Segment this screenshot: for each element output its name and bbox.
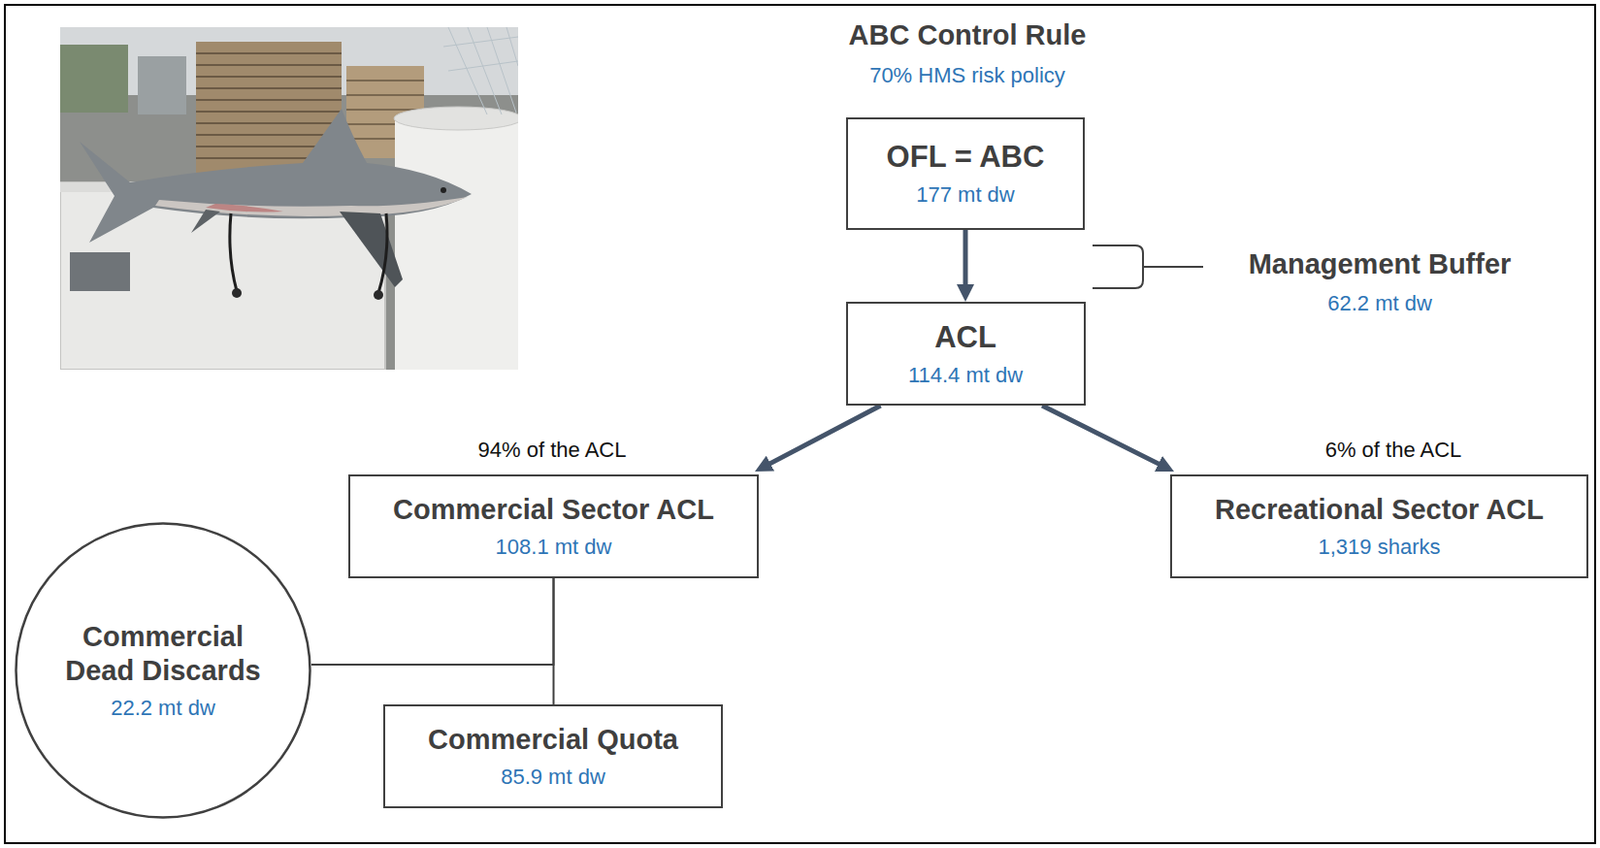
- node-heading: Commercial Dead Discards: [46, 620, 280, 688]
- outer-frame: [4, 4, 1596, 844]
- line-connector: [311, 578, 555, 665]
- node-value: 85.9 mt dw: [500, 764, 606, 790]
- node-value: 108.1 mt dw: [495, 534, 613, 560]
- value-box: OFL = ABC 177 mt dw: [846, 117, 1085, 230]
- node-value: 1,319 sharks: [1318, 534, 1441, 560]
- circle-shape: [16, 523, 311, 818]
- label-text: Management Buffer: [1248, 247, 1512, 282]
- value-box: Commercial Sector ACL 108.1 mt dw: [348, 474, 759, 579]
- label-text: ABC Control Rule: [848, 18, 1087, 53]
- value-box: ACL 114.4 mt dw: [846, 301, 1086, 406]
- node-content: Commercial Dead Discards 22.2 mt dw: [46, 620, 280, 721]
- node-content: ACL 114.4 mt dw: [908, 319, 1023, 390]
- label-text: 94% of the ACL: [478, 437, 627, 463]
- node-content: Commercial Quota 85.9 mt dw: [427, 722, 679, 790]
- value-box: Recreational Sector ACL 1,319 sharks: [1170, 474, 1589, 579]
- node-content: Recreational Sector ACL 1,319 sharks: [1214, 492, 1544, 560]
- arrow-connector: [963, 229, 969, 290]
- line-connector: [553, 578, 556, 705]
- node-value: 177 mt dw: [915, 182, 1015, 208]
- buffer-bracket: [1092, 245, 1204, 289]
- label-text: 6% of the ACL: [1325, 437, 1463, 463]
- circle-node: Commercial Dead Discards 22.2 mt dw: [14, 522, 312, 819]
- node-content: OFL = ABC 177 mt dw: [886, 138, 1045, 209]
- node-heading: ACL: [934, 319, 997, 356]
- arrow-connector: [1042, 405, 1164, 466]
- label-text: 62.2 mt dw: [1327, 291, 1433, 317]
- node-value: 22.2 mt dw: [110, 695, 216, 721]
- shark-photo: [60, 27, 519, 370]
- node-value: 114.4 mt dw: [908, 362, 1023, 389]
- node-heading: OFL = ABC: [886, 138, 1045, 175]
- node-heading: Commercial Quota: [427, 722, 679, 757]
- node-heading: Commercial Sector ACL: [392, 492, 715, 527]
- label-text: 70% HMS risk policy: [869, 63, 1066, 89]
- node-heading: Recreational Sector ACL: [1214, 492, 1544, 527]
- node-content: Commercial Sector ACL 108.1 mt dw: [392, 492, 715, 560]
- value-box: Commercial Quota 85.9 mt dw: [383, 704, 723, 809]
- arrow-connector: [765, 405, 881, 466]
